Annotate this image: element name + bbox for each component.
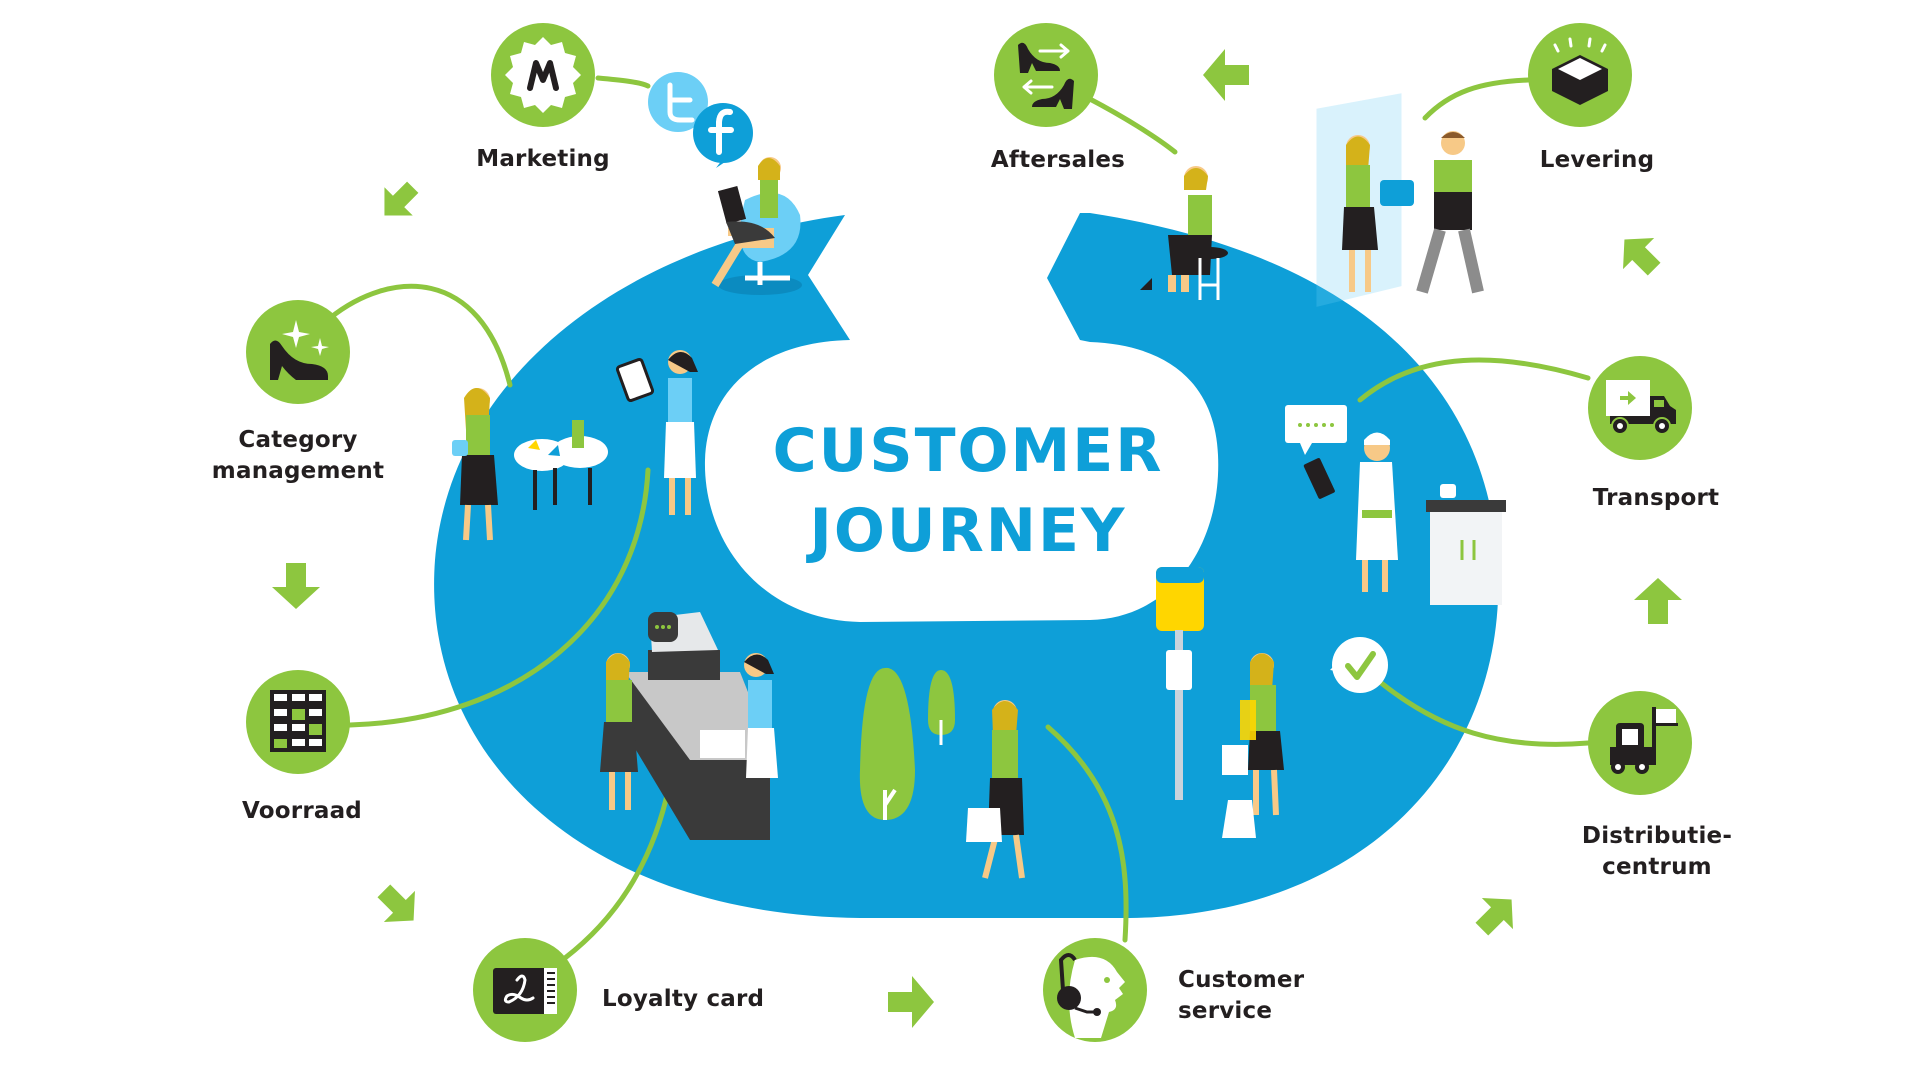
- twitter-icon: [648, 72, 708, 132]
- flow-arrows: [272, 49, 1682, 1028]
- facebook-icon: [693, 103, 753, 168]
- connector-category: [327, 283, 513, 388]
- scene-illustrations: [452, 93, 1506, 879]
- customer-in-bathrobe: [1285, 405, 1398, 592]
- stage-label-distributie-line1: Distributie-: [1581, 823, 1733, 849]
- arrow-right-icon: [888, 976, 934, 1028]
- customer-at-checkout: [600, 653, 638, 810]
- connector-marketing: [595, 75, 651, 89]
- info-pole: [1156, 567, 1204, 800]
- shoe-exchange-icon: [994, 23, 1098, 127]
- stage-label-category-line1: Category: [238, 427, 358, 453]
- shopper-with-shoe: [452, 388, 498, 541]
- checkmark-bubble-icon: [1330, 637, 1388, 693]
- package-box-icon: [1528, 23, 1632, 127]
- social-bubbles: [648, 72, 753, 168]
- woman-on-phone: [966, 700, 1025, 879]
- stage-nodes: [246, 23, 1692, 1042]
- cashier: [744, 653, 778, 778]
- trees: [859, 667, 955, 820]
- stage-label-transport: Transport: [1592, 485, 1720, 511]
- display-tables: [514, 420, 608, 510]
- arrow-left-icon: [1203, 49, 1249, 101]
- connector-levering: [1422, 77, 1531, 121]
- seller-with-tablet: [615, 350, 698, 515]
- connector-aftersales: [1085, 95, 1178, 155]
- person-reading-in-chair: [711, 157, 802, 295]
- connector-distributie: [1377, 679, 1591, 747]
- forklift-icon: [1588, 691, 1692, 795]
- headset-agent-icon: [1043, 938, 1147, 1042]
- stage-label-aftersales: Aftersales: [990, 147, 1126, 173]
- woman-on-stool-with-shoe: [1140, 166, 1228, 300]
- sparkling-shoe-icon: [246, 300, 350, 404]
- stock-grid-icon: [246, 670, 350, 774]
- connector-transport: [1357, 357, 1591, 403]
- connector-customer-service: [1045, 724, 1129, 943]
- stage-label-voorraad: Voorraad: [242, 798, 362, 824]
- diagram-title-line1: CUSTOMER: [772, 416, 1164, 486]
- arrow-up-right-icon: [1475, 898, 1513, 936]
- stage-label-loyalty-card: Loyalty card: [602, 986, 765, 1012]
- loyalty-card-icon: [473, 938, 577, 1042]
- reception-desk: [1426, 484, 1506, 605]
- stage-label-distributie-line2: centrum: [1602, 854, 1712, 880]
- marketing-icon: [491, 23, 595, 127]
- stage-label-marketing: Marketing: [476, 146, 610, 172]
- stage-label-customer-service-line2: service: [1178, 998, 1273, 1024]
- arrow-up-icon: [1634, 578, 1682, 624]
- shopper-with-bags: [1222, 653, 1284, 838]
- checkout-counter: [625, 612, 775, 840]
- delivery-handover: [1316, 93, 1484, 307]
- arrow-up-left-icon: [1623, 238, 1661, 276]
- connector-voorraad: [347, 467, 651, 728]
- delivery-truck-icon: [1588, 356, 1692, 460]
- stage-label-category-line2: management: [211, 458, 385, 484]
- stage-label-levering: Levering: [1539, 147, 1655, 173]
- arrow-down-icon: [272, 563, 320, 609]
- stage-label-customer-service-line1: Customer: [1178, 967, 1305, 993]
- diagram-title-line2: JOURNEY: [809, 496, 1127, 566]
- arrow-down-right-icon: [377, 884, 415, 922]
- arrow-down-left-icon: [384, 181, 419, 216]
